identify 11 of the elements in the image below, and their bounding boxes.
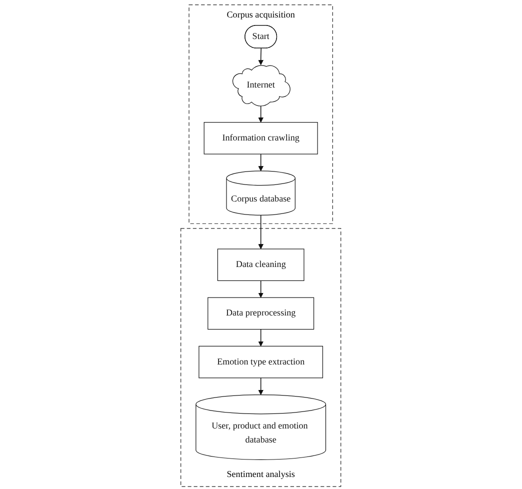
node-box: Data preprocessing	[208, 297, 314, 330]
node-box: Information crawling	[204, 122, 318, 154]
node-box: Emotion type extraction	[198, 346, 324, 378]
arrow	[258, 48, 264, 66]
arrow	[258, 105, 264, 123]
node-box: Data cleaning	[218, 248, 304, 281]
arrow	[258, 328, 264, 346]
arrow	[258, 154, 264, 172]
arrow	[258, 214, 264, 250]
arrow	[258, 378, 264, 396]
arrow	[258, 280, 264, 298]
